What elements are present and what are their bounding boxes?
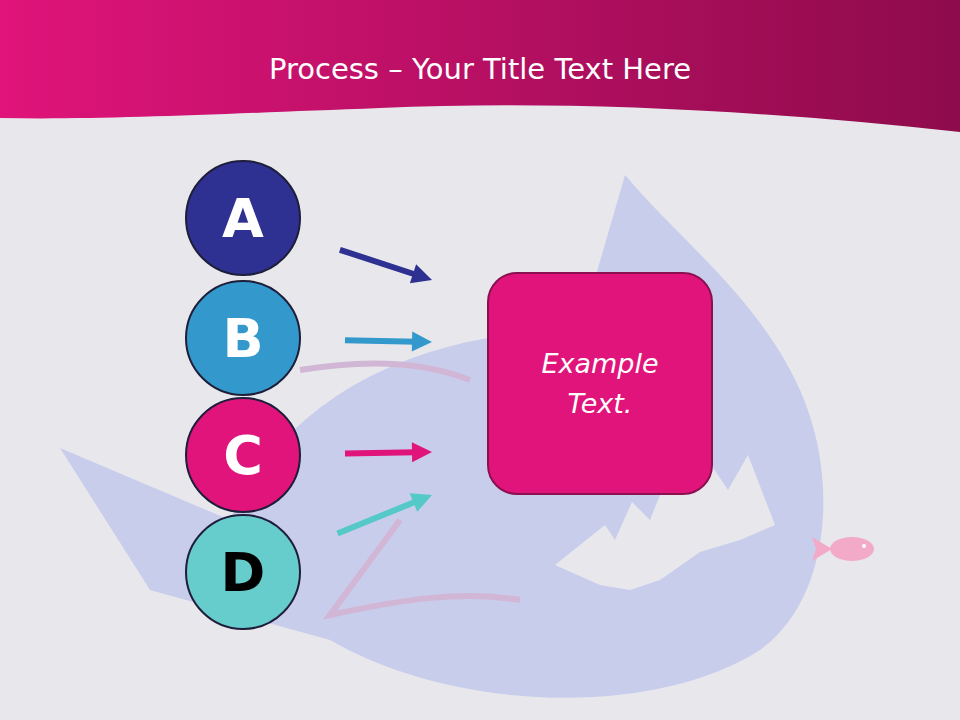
step-circle: B [185,280,301,396]
small-fish [812,537,874,561]
arrow-shaft [345,452,416,453]
box-text: Example Text. [505,344,695,422]
step-circle: A [185,160,301,276]
arrow-head [410,264,432,283]
flow-arrow [340,250,432,283]
shark-body [60,175,823,698]
step-circle: D [185,514,301,630]
arrow-shaft [340,250,417,275]
flow-arrow [345,442,432,462]
header-band [0,0,960,132]
result-box: Example Text. [487,272,713,495]
flow-arrow [345,332,432,352]
flow-arrow [337,493,432,533]
arrow-head [410,493,432,512]
step-letter: A [222,187,264,250]
step-letter: C [223,424,263,487]
arrow-head [412,442,432,462]
arrow-shaft [345,340,416,342]
step-circle: C [185,397,301,513]
step-letter: D [221,541,266,604]
arrow-shaft [337,501,417,533]
arrow-head [412,332,432,352]
slide-title: Process – Your Title Text Here [0,52,960,86]
step-letter: B [222,307,263,370]
